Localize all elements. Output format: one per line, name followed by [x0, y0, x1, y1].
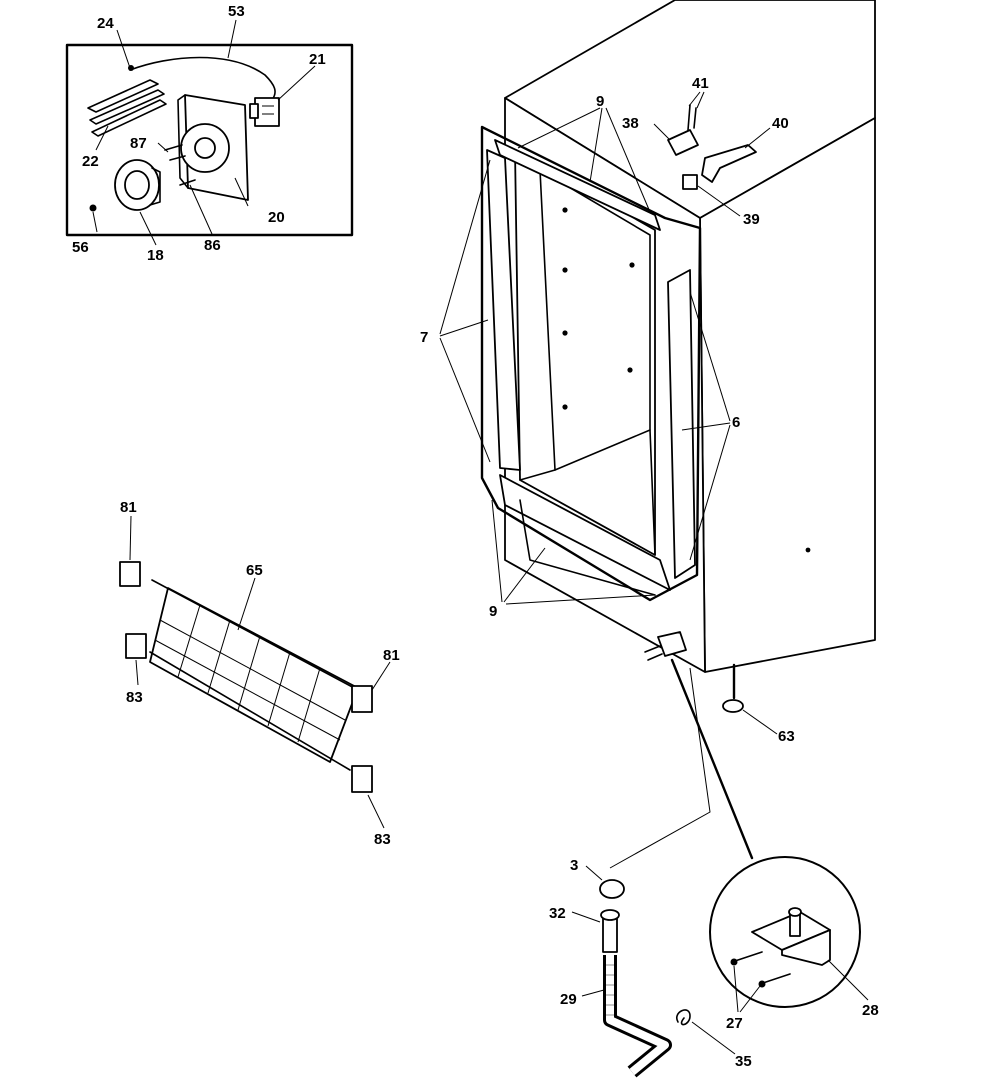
hinge-detail-circle [709, 856, 869, 1013]
leader-lines [439, 107, 731, 605]
fan-assembly-inset [65, 19, 354, 246]
label-41: 41 [692, 75, 709, 92]
gasket-left [486, 149, 521, 471]
screw-86 [179, 179, 196, 186]
cap-3 [599, 879, 625, 899]
label-3: 3 [570, 857, 578, 874]
hinge-pin-29 [581, 955, 672, 1078]
label-63: 63 [778, 728, 795, 745]
gasket-frame [480, 125, 702, 602]
label-6: 6 [732, 414, 740, 431]
label-35: 35 [735, 1053, 752, 1070]
wire-harness [129, 56, 276, 101]
label-87: 87 [130, 135, 147, 152]
label-81-left: 81 [120, 499, 137, 516]
shelf-assembly [119, 515, 391, 829]
lower-hinge [644, 631, 687, 661]
label-22: 22 [82, 153, 99, 170]
fan-shroud [177, 94, 249, 201]
label-9-bottom: 9 [489, 603, 497, 620]
label-83-right: 83 [374, 831, 391, 848]
shelf-bracket-right-upper [351, 685, 373, 713]
gasket-right [667, 269, 696, 579]
label-65: 65 [246, 562, 263, 579]
inset-frame [65, 43, 354, 237]
leveling-leg [722, 663, 778, 735]
label-83-left: 83 [126, 689, 143, 706]
label-39: 39 [743, 211, 760, 228]
part-labels: 24 53 21 22 87 20 56 18 86 9 41 38 40 39… [72, 3, 879, 1070]
label-81-right: 81 [383, 647, 400, 664]
label-20: 20 [268, 209, 285, 226]
fan-motor [249, 97, 280, 127]
gasket-top [494, 139, 661, 231]
label-32: 32 [549, 905, 566, 922]
callout-line [670, 658, 754, 860]
label-7: 7 [420, 329, 428, 346]
nut-56 [89, 204, 97, 212]
gasket-bottom [499, 474, 671, 591]
label-18: 18 [147, 247, 164, 264]
label-27: 27 [726, 1015, 743, 1032]
thermostat-assembly [653, 91, 771, 217]
label-28: 28 [862, 1002, 879, 1019]
bushing-32 [571, 909, 620, 953]
label-86: 86 [204, 237, 221, 254]
label-56: 56 [72, 239, 89, 256]
cabinet [480, 0, 876, 673]
screw-87 [164, 144, 183, 151]
fan-blade [114, 159, 161, 211]
label-40: 40 [772, 115, 789, 132]
shelf-65 [149, 587, 359, 763]
label-53: 53 [228, 3, 245, 20]
shelf-bracket-left-upper [119, 561, 141, 587]
label-29: 29 [560, 991, 577, 1008]
label-21: 21 [309, 51, 326, 68]
shelf-bracket-right-lower [351, 765, 373, 793]
label-9-top: 9 [596, 93, 604, 110]
label-38: 38 [622, 115, 639, 132]
heater-element [87, 79, 167, 137]
label-24: 24 [97, 15, 114, 32]
shelf-bracket-left-lower [125, 633, 147, 659]
cap-leader [609, 667, 711, 869]
clip-35 [676, 1009, 736, 1055]
